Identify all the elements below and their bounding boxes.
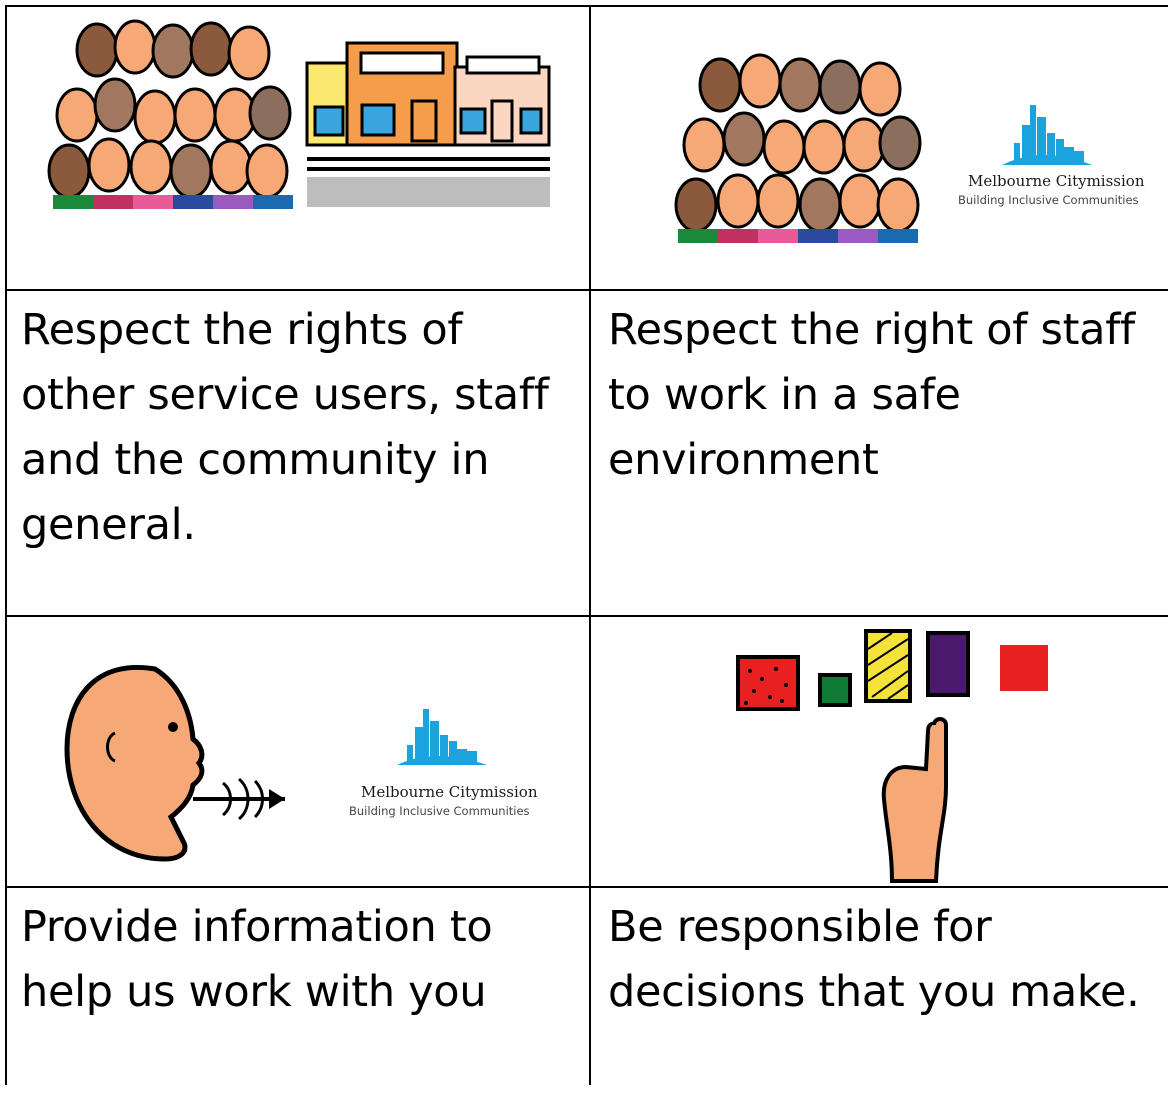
- caption-text: Respect the right of staff to work in a …: [608, 305, 1135, 485]
- caption-cell-1: Respect the rights of other service user…: [5, 292, 590, 615]
- caption-cell-3: Provide information to help us work with…: [5, 889, 590, 1084]
- citymission-logo-icon: [1002, 105, 1092, 165]
- caption-cell-4: Be responsible for decisions that you ma…: [592, 889, 1168, 1084]
- caption-text: Be responsible for decisions that you ma…: [608, 902, 1140, 1017]
- speaking-head-icon: Melbourne Citymission Building Inclusive…: [64, 665, 538, 862]
- crowd-with-logo-icon: Melbourne Citymission Building Inclusive…: [674, 53, 1145, 243]
- row-divider-3: [5, 886, 1168, 888]
- caption-text: Respect the rights of other service user…: [21, 305, 549, 550]
- row-divider-2: [5, 615, 1168, 617]
- rights-table: Melbourne Citymission Building Inclusive…: [5, 5, 1168, 1095]
- pointing-finger-choices-icon: [736, 629, 1048, 883]
- row-divider-1: [5, 289, 1168, 291]
- image-cell-speaking: Melbourne Citymission Building Inclusive…: [5, 619, 590, 885]
- image-cell-choices: [592, 619, 1168, 885]
- table-border-top: [5, 5, 1168, 7]
- image-cell-crowd-logo: Melbourne Citymission Building Inclusive…: [592, 5, 1168, 288]
- table-border-left: [5, 5, 7, 1085]
- image-cell-crowd-buildings: [5, 5, 590, 288]
- caption-text: Provide information to help us work with…: [21, 902, 493, 1017]
- logo-tagline: Building Inclusive Communities: [349, 804, 530, 818]
- crowd-and-buildings-icon: [47, 19, 551, 209]
- logo-name: Melbourne Citymission: [361, 783, 538, 801]
- logo-name: Melbourne Citymission: [968, 172, 1145, 190]
- citymission-logo-icon: [397, 709, 487, 765]
- table-divider-center: [589, 5, 591, 1085]
- caption-cell-2: Respect the right of staff to work in a …: [592, 292, 1168, 615]
- logo-tagline: Building Inclusive Communities: [958, 193, 1139, 207]
